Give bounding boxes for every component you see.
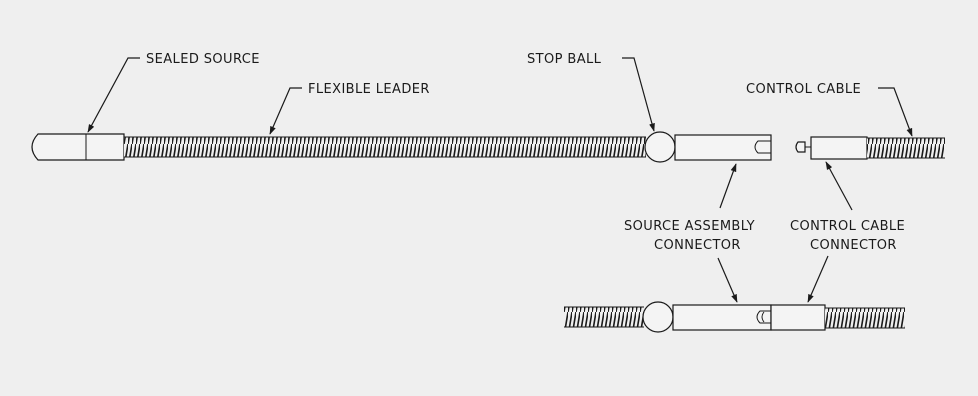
control-cable-connector-tip xyxy=(795,141,806,153)
connector-slot xyxy=(754,140,771,154)
sealed-source-capsule xyxy=(31,133,125,161)
source-connector-leader-up xyxy=(719,163,737,209)
label-source-assembly-connector-line2: CONNECTOR xyxy=(654,238,741,253)
label-control-cable-connector-line1: CONTROL CABLE xyxy=(790,219,905,234)
label-control-cable-connector-line2: CONNECTOR xyxy=(810,238,897,253)
flexible-leader-coil xyxy=(124,137,646,157)
control-cable-connector xyxy=(810,136,868,160)
flexible-leader-leader xyxy=(269,87,302,135)
bottom-leader-coil xyxy=(564,307,644,327)
top-assembly xyxy=(31,131,945,163)
callout-leaders xyxy=(87,57,913,303)
sealed-source-leader xyxy=(87,57,140,133)
bottom-cable-connector xyxy=(770,304,826,331)
label-flexible-leader: FLEXIBLE LEADER xyxy=(308,82,430,97)
stop-ball xyxy=(644,131,676,163)
label-control-cable: CONTROL CABLE xyxy=(746,82,861,97)
source-assembly-connector xyxy=(674,134,772,161)
callout-labels: SEALED SOURCE FLEXIBLE LEADER STOP BALL … xyxy=(146,52,905,253)
source-connector-leader-down xyxy=(717,257,738,303)
bottom-cable-coil xyxy=(825,308,905,328)
cable-connector-leader-up xyxy=(825,161,853,211)
control-cable-leader xyxy=(878,87,913,137)
cable-connector-leader-down xyxy=(807,255,829,303)
label-stop-ball: STOP BALL xyxy=(527,52,602,67)
bottom-assembly xyxy=(564,301,905,333)
control-cable-coil xyxy=(867,138,945,158)
bottom-stop-ball xyxy=(642,301,674,333)
label-sealed-source: SEALED SOURCE xyxy=(146,52,260,67)
label-source-assembly-connector-line1: SOURCE ASSEMBLY xyxy=(624,219,755,234)
bottom-connector-tip xyxy=(761,311,765,323)
stop-ball-leader xyxy=(622,57,655,132)
bottom-connector-slot xyxy=(756,310,771,324)
bottom-source-connector xyxy=(672,304,772,331)
